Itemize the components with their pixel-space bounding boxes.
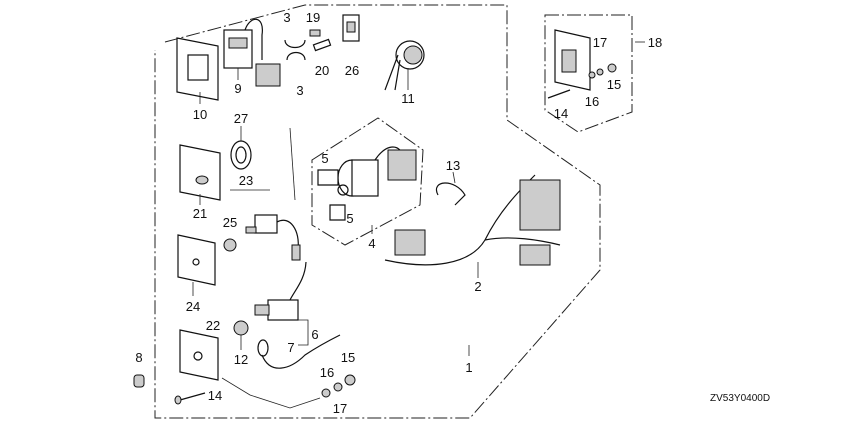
diagram-code: ZV53Y0400D	[710, 393, 770, 404]
panel-plate-24	[177, 234, 216, 286]
part-label[interactable]: 13	[446, 158, 460, 173]
switch-23	[245, 214, 301, 261]
part-label[interactable]: 23	[239, 173, 253, 188]
bulb-19	[309, 29, 321, 37]
part-label[interactable]: 7	[287, 340, 294, 355]
leader-lines	[192, 41, 645, 356]
part-label[interactable]: 10	[193, 107, 207, 122]
part-label[interactable]: 9	[234, 81, 241, 96]
part-label[interactable]: 5	[321, 151, 328, 166]
ignition-switch-4	[337, 146, 417, 197]
part-label[interactable]: 3	[283, 10, 290, 25]
part-label[interactable]: 14	[208, 388, 222, 403]
part-label[interactable]: 8	[135, 350, 142, 365]
lanyard-7	[257, 334, 341, 369]
part-label[interactable]: 6	[311, 327, 318, 342]
ignition-switch-inset-boundary	[311, 117, 424, 246]
seal-27	[230, 140, 252, 170]
switch-panel-inset-boundary	[544, 14, 633, 133]
part-label[interactable]: 12	[234, 352, 248, 367]
part-label[interactable]: 21	[193, 206, 207, 221]
wire-harness-2	[384, 174, 561, 266]
nut-washer-set	[321, 374, 356, 398]
part-label[interactable]: 17	[333, 401, 347, 416]
part-labels: 3 19 9 3 20 26 11 10 27 21 23 25 5 5 4 1…	[135, 10, 662, 416]
part-label[interactable]: 15	[341, 350, 355, 365]
clip-3	[284, 39, 306, 61]
switch-panel-18	[547, 29, 617, 99]
part-label[interactable]: 25	[223, 215, 237, 230]
pin-20	[312, 38, 332, 52]
part-label[interactable]: 17	[593, 35, 607, 50]
part-label[interactable]: 3	[296, 83, 303, 98]
switch-group-line	[289, 127, 296, 201]
part-label[interactable]: 16	[320, 365, 334, 380]
part-label[interactable]: 15	[607, 77, 621, 92]
part-label[interactable]: 11	[401, 91, 415, 106]
part-label[interactable]: 16	[585, 94, 599, 109]
part-label[interactable]: 2	[474, 279, 481, 294]
meter-11	[384, 40, 425, 91]
panel-plate-22	[179, 329, 219, 381]
panel-plate-10	[176, 37, 219, 101]
bolt-14	[174, 392, 206, 405]
panel-plate-21	[179, 144, 221, 201]
nut-12	[233, 320, 249, 336]
clamp-13	[435, 182, 466, 206]
part-label[interactable]: 1	[465, 360, 472, 375]
part-label[interactable]: 22	[206, 318, 220, 333]
clip-8	[133, 374, 145, 388]
switch-6	[254, 261, 307, 321]
leader-line	[221, 377, 321, 409]
part-label[interactable]: 5	[346, 211, 353, 226]
part-label[interactable]: 24	[186, 299, 200, 314]
part-label[interactable]: 27	[234, 111, 248, 126]
part-label[interactable]: 14	[554, 106, 568, 121]
cover-26	[342, 14, 360, 42]
part-label[interactable]: 20	[315, 63, 329, 78]
part-label[interactable]: 18	[648, 35, 662, 50]
switch-9	[223, 18, 281, 87]
part-label[interactable]: 4	[368, 236, 375, 251]
part-label[interactable]: 19	[306, 10, 320, 25]
assembly-boundary	[154, 4, 601, 419]
part-label[interactable]: 26	[345, 63, 359, 78]
nut-25	[223, 238, 237, 252]
key-5	[317, 169, 349, 221]
